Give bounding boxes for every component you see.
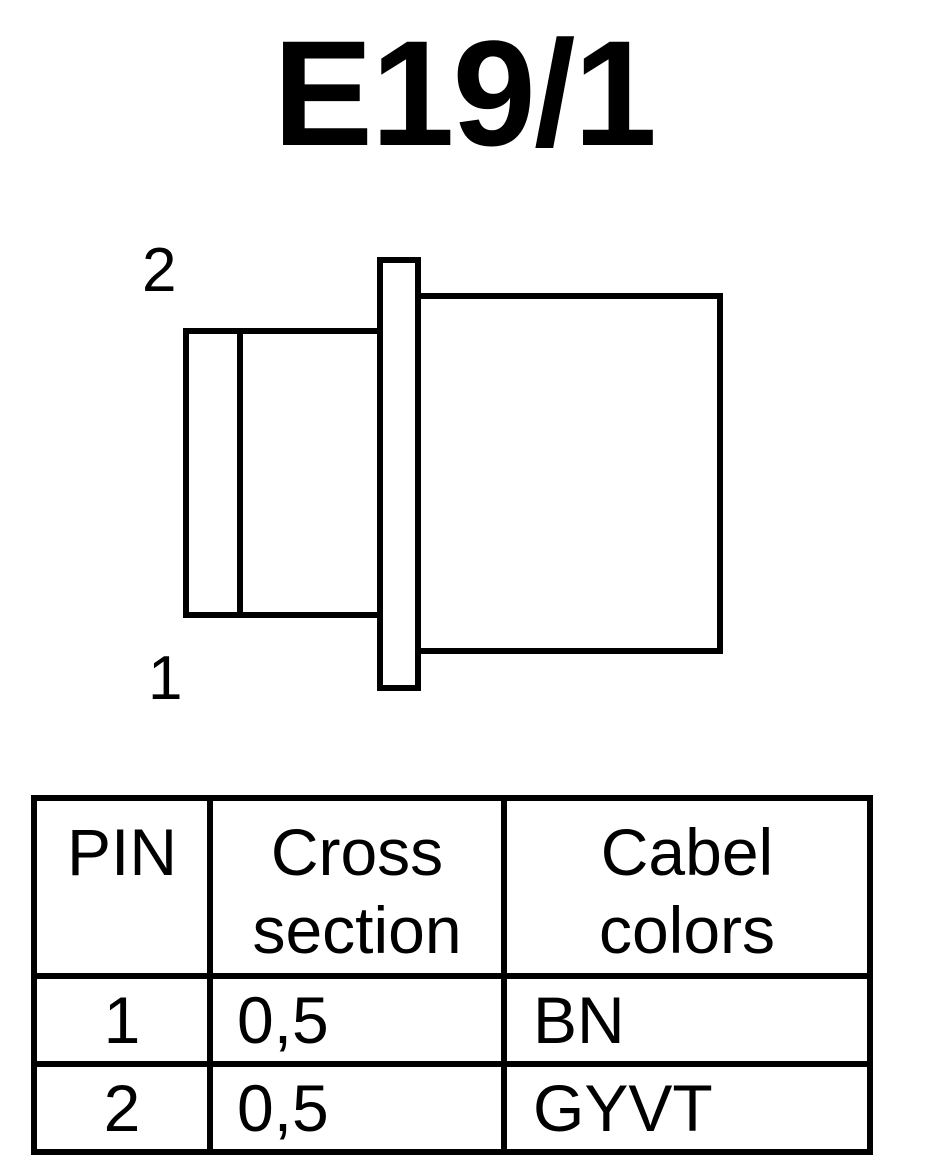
header-cross-section: Cross section [207, 795, 507, 979]
cell-cross-section: 0,5 [207, 1061, 507, 1155]
table-row: 2 0,5 GYVT [31, 1061, 873, 1155]
cell-cable-color: BN [501, 973, 873, 1067]
pin-table: PIN Cross section Cabel colors 1 0,5 BN … [31, 795, 873, 1155]
cell-pin: 1 [31, 973, 213, 1067]
table-row: 1 0,5 BN [31, 973, 873, 1067]
header-cross-line1: Cross [270, 815, 444, 889]
connector-flange [377, 257, 421, 691]
connector-body [415, 293, 723, 654]
cell-pin: 2 [31, 1061, 213, 1155]
pin-table-header-row: PIN Cross section Cabel colors [31, 795, 873, 979]
header-color-line1: Cabel [600, 815, 774, 889]
connector-plug [183, 328, 385, 618]
header-cross-line2: section [252, 893, 462, 967]
connector-title: E19/1 [273, 9, 657, 177]
header-cable-colors: Cabel colors [501, 795, 873, 979]
pin-label-top: 2 [142, 236, 177, 305]
header-pin-label: PIN [66, 815, 178, 889]
pin-label-bottom: 1 [148, 644, 183, 713]
cell-cable-color: GYVT [501, 1061, 873, 1155]
cell-cross-section: 0,5 [207, 973, 507, 1067]
header-color-line2: colors [598, 893, 776, 967]
header-pin: PIN [31, 795, 213, 979]
connector-drawing [183, 257, 723, 691]
